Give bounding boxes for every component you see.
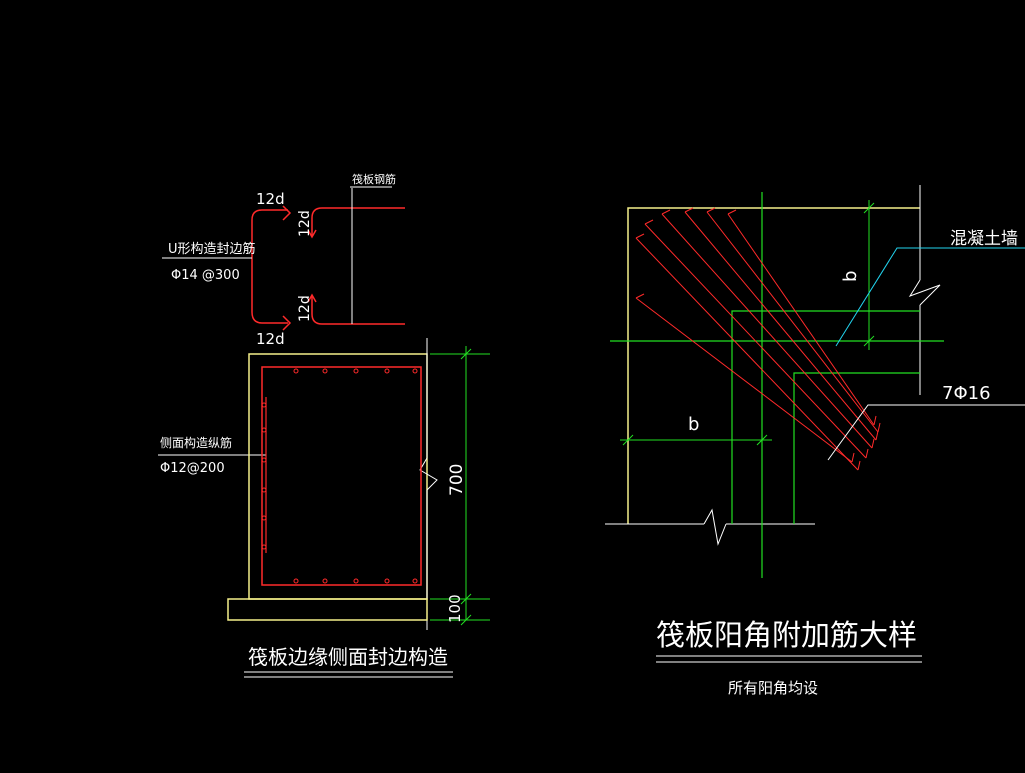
wall-leader bbox=[835, 247, 1025, 347]
raft-corner-outline bbox=[627, 207, 920, 524]
raft-edge-closure-detail: 12d 12d 12d 12d 筏板钢筋 U形构造封边筋 Φ14 @300 侧面… bbox=[158, 172, 490, 678]
bar-hook bbox=[661, 209, 671, 215]
wall-label: 混凝土墙 bbox=[950, 229, 1018, 249]
u-bar-label: U形构造封边筋 bbox=[168, 241, 256, 257]
rebar-dot bbox=[384, 578, 390, 584]
dimension-b-vertical bbox=[863, 200, 875, 350]
rebar-dot bbox=[353, 368, 359, 374]
rebar-dot bbox=[261, 515, 267, 521]
diagonal-bar bbox=[635, 237, 859, 471]
concrete-wall-outline bbox=[731, 310, 920, 524]
dim-thickness: 700 bbox=[447, 464, 467, 496]
bar-hook bbox=[875, 430, 879, 441]
dim-cushion: 100 bbox=[446, 594, 464, 623]
rebar-dot bbox=[261, 402, 267, 408]
bar-hook bbox=[877, 422, 881, 433]
bar-hook bbox=[871, 438, 875, 449]
dim-b-vertical-label: b bbox=[840, 271, 861, 282]
rebar-dot bbox=[384, 368, 390, 374]
bars-leader bbox=[827, 404, 1025, 461]
break-symbol-bottom bbox=[703, 508, 727, 546]
break-symbol-right bbox=[908, 279, 941, 306]
bars-label: 7Φ16 bbox=[942, 383, 991, 404]
dimension-b-horizontal bbox=[620, 434, 772, 446]
diagonal-bar bbox=[706, 211, 879, 433]
raft-corner-reinforcement-detail: b b 混凝土墙 7Φ16 筏板阳角附加筋大样 所有阳角均设 bbox=[605, 185, 1025, 697]
side-bar-spec: Φ12@200 bbox=[160, 461, 225, 476]
bar-hook bbox=[635, 233, 645, 239]
bar-hook bbox=[851, 452, 855, 463]
bar-length-lower-right: 12d bbox=[297, 295, 313, 322]
bar-hook bbox=[684, 207, 694, 213]
bar-hook bbox=[635, 293, 645, 299]
bar-length-upper-right: 12d bbox=[297, 210, 313, 237]
bar-hook bbox=[857, 460, 861, 471]
left-detail-title: 筏板边缘侧面封边构造 bbox=[248, 645, 448, 669]
bar-hook bbox=[644, 219, 654, 225]
rebar-dot bbox=[261, 487, 267, 493]
bar-length-bottom-left: 12d bbox=[256, 330, 285, 348]
diagonal-bar bbox=[661, 213, 873, 449]
cushion-layer bbox=[227, 598, 428, 621]
rebar-dot bbox=[353, 578, 359, 584]
raft-bars-label: 筏板钢筋 bbox=[352, 172, 396, 186]
diagonal-bar bbox=[644, 223, 867, 459]
rebar-dot bbox=[412, 368, 418, 374]
raft-section-outline bbox=[248, 353, 428, 600]
rebar-dot bbox=[261, 457, 267, 463]
diagonal-bar bbox=[684, 211, 877, 441]
axis-lines bbox=[610, 192, 944, 578]
break-symbol bbox=[419, 457, 438, 491]
diagonal-bar bbox=[727, 213, 875, 426]
rebar-dots bbox=[261, 368, 418, 584]
diagonal-bar bbox=[635, 297, 853, 463]
rebar-cage bbox=[261, 366, 422, 586]
dim-b-horizontal-label: b bbox=[688, 414, 699, 435]
rebar-dot bbox=[293, 368, 299, 374]
rebar-dot bbox=[261, 427, 267, 433]
bar-hook bbox=[727, 209, 737, 215]
bar-hook bbox=[706, 207, 716, 213]
dimension-vertical bbox=[430, 346, 490, 626]
rebar-dot bbox=[261, 544, 267, 550]
u-bar-upper bbox=[251, 205, 405, 331]
bar-length-top-left: 12d bbox=[256, 190, 285, 208]
rebar-dot bbox=[293, 578, 299, 584]
side-bar-label: 侧面构造纵筋 bbox=[160, 435, 232, 450]
u-bar-spec: Φ14 @300 bbox=[171, 268, 240, 283]
right-detail-title: 筏板阳角附加筋大样 bbox=[656, 618, 917, 652]
rebar-dot bbox=[322, 578, 328, 584]
bar-hook bbox=[865, 448, 869, 459]
rebar-dot bbox=[412, 578, 418, 584]
rebar-dot bbox=[322, 368, 328, 374]
diagonal-corner-bars bbox=[635, 207, 881, 471]
bar-hook bbox=[873, 415, 877, 426]
right-detail-subtitle: 所有阳角均设 bbox=[728, 679, 818, 697]
